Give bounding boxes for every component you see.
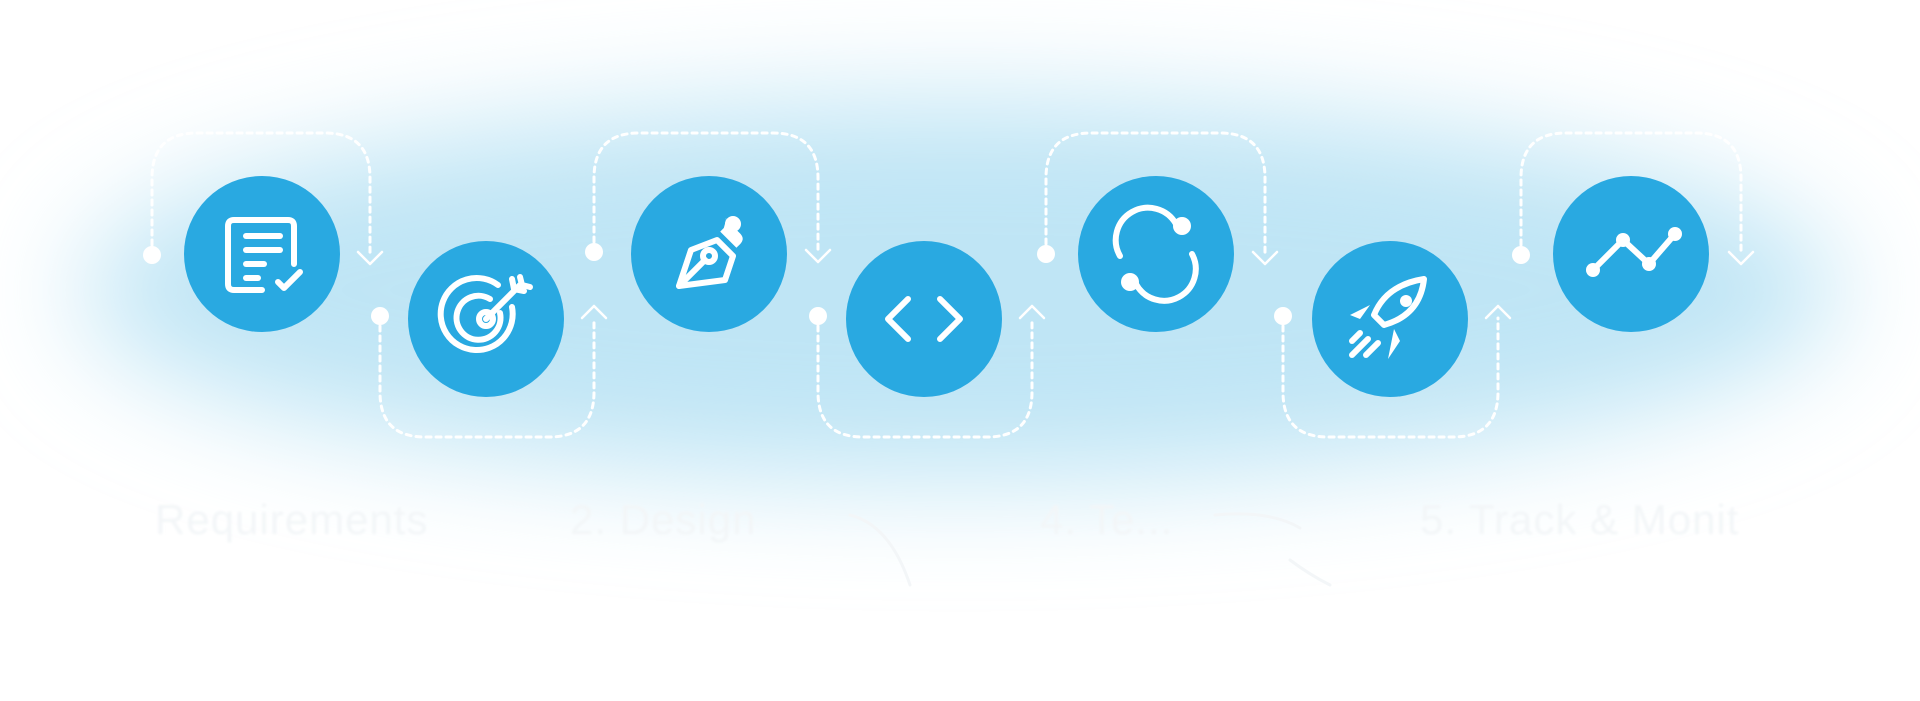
connector-top-1 [143,131,384,266]
connector-start-dot [1274,307,1292,325]
code-icon [885,296,963,342]
checklist-icon [225,217,303,293]
line-chart-icon [1586,227,1682,277]
step-circle-6 [1312,241,1468,397]
connector-start-dot [1512,246,1530,264]
refresh-icon [1112,204,1199,304]
step-circles [184,176,1709,397]
pen-tool-icon [676,216,743,289]
step-circle-1 [184,176,340,332]
arrow-down-icon [1727,250,1755,266]
connector-start-dot [371,307,389,325]
step-labels: Requirements 2. Design 4. Te... 5. Track… [155,496,1739,543]
step-label-1: Requirements [155,496,428,543]
rocket-icon [1349,276,1427,359]
connector-start-dot [585,243,603,261]
step-label-4: 4. Te... [1040,496,1173,543]
decorative-swooshes [848,512,1332,587]
swoosh-3 [1288,558,1332,587]
swoosh-1 [848,513,912,587]
step-circle-7 [1553,176,1709,332]
arrow-down-icon [804,248,832,264]
step-circle-5 [1078,176,1234,332]
connector-start-dot [809,307,827,325]
step-circle-4 [846,241,1002,397]
connectors [143,131,1755,439]
connector-bottom-1 [371,304,608,439]
step-circle-3 [631,176,787,332]
connector-top-3 [1037,131,1279,266]
arrow-up-icon [1018,304,1046,320]
connector-bottom-2 [809,304,1046,439]
connector-top-4 [1512,131,1755,266]
arrow-down-icon [1251,250,1279,266]
step-label-6: 5. Track & Monit [1420,496,1739,543]
connector-start-dot [1037,245,1055,263]
swoosh-2 [1213,512,1302,530]
connector-bottom-3 [1274,304,1512,439]
arrow-up-icon [1484,304,1512,320]
arrow-down-icon [356,250,384,266]
arrow-up-icon [580,304,608,320]
step-label-2: 2. Design [570,496,756,543]
connector-start-dot [143,246,161,264]
target-icon [437,274,533,353]
connector-top-2 [585,131,832,264]
